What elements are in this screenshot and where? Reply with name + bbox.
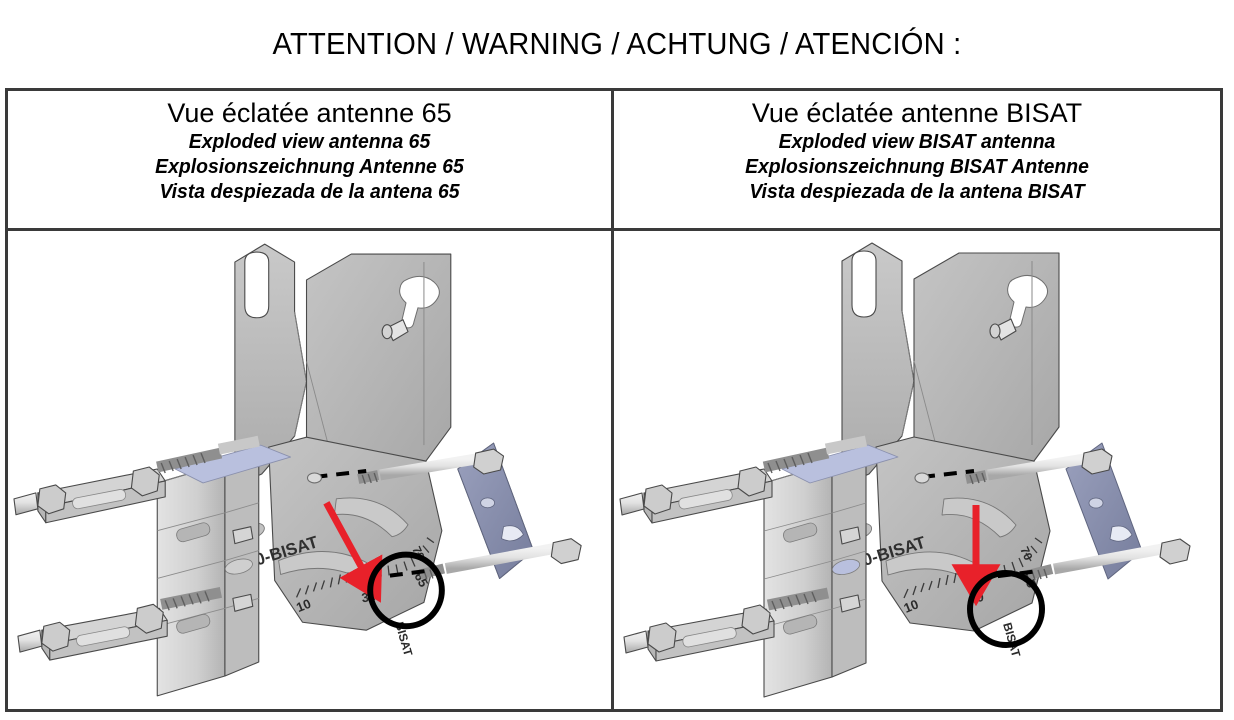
caption-title-fr-65: Vue éclatée antenne 65	[167, 98, 452, 128]
callout-arrow	[323, 501, 383, 603]
caption-sub-es-bisat: Vista despiezada de la antena BISAT	[749, 181, 1085, 203]
caption-sub-de-bisat: Explosionszeichnung BISAT Antenne	[745, 156, 1089, 178]
scale-tick-70: 70	[1017, 545, 1035, 563]
exploded-views-table: Vue éclatée antenne 65 Exploded view ant…	[5, 88, 1223, 712]
exploded-view-diagram-65: 10 30 65 70 BISAT 65-70-BISAT	[8, 231, 611, 709]
figure-row: 10 30 65 70 BISAT 65-70-BISAT	[8, 231, 1220, 709]
caption-sub-de-65: Explosionszeichnung Antenne 65	[155, 156, 464, 178]
caption-cell-antenna-65: Vue éclatée antenne 65 Exploded view ant…	[8, 91, 614, 228]
caption-sub-en-bisat: Exploded view BISAT antenna	[778, 131, 1056, 153]
antenna-bisat-drawing: 10 30 65 70 BISAT 65-70-BISAT	[619, 242, 1191, 698]
caption-cell-antenna-bisat: Vue éclatée antenne BISAT Exploded view …	[614, 91, 1220, 228]
alignment-dash-upper	[314, 469, 367, 479]
figure-cell-antenna-65: 10 30 65 70 BISAT 65-70-BISAT	[8, 231, 614, 709]
scale-tick-10: 10	[294, 596, 313, 615]
highlight-circle	[967, 570, 1045, 648]
caption-row: Vue éclatée antenne 65 Exploded view ant…	[8, 91, 1220, 231]
alignment-dash-upper	[921, 469, 975, 479]
highlight-circle	[367, 551, 445, 630]
scale-tick-10: 10	[902, 596, 921, 615]
caption-sub-en-65: Exploded view antenna 65	[188, 131, 431, 153]
caption-title-fr-bisat: Vue éclatée antenne BISAT	[751, 98, 1083, 128]
page-title: ATTENTION / WARNING / ACHTUNG / ATENCIÓN…	[272, 26, 962, 61]
figure-cell-antenna-bisat: 10 30 65 70 BISAT 65-70-BISAT	[614, 231, 1220, 709]
caption-sub-es-65: Vista despiezada de la antena 65	[159, 181, 460, 203]
antenna-65-drawing: 10 30 65 70 BISAT 65-70-BISAT	[13, 243, 582, 697]
exploded-view-diagram-bisat: 10 30 65 70 BISAT 65-70-BISAT	[614, 231, 1220, 709]
